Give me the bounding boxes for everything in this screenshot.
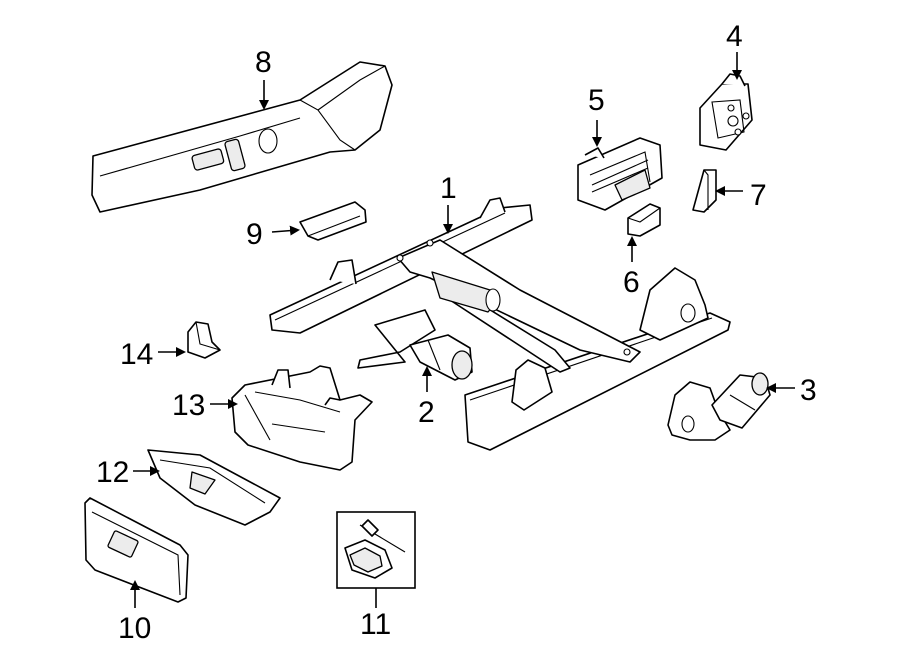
callout-10: 10 [118,612,151,645]
leader-9 [271,225,300,236]
part-7-knob [692,169,717,213]
part-2-motor [357,309,473,381]
callout-4: 4 [726,20,743,53]
part-14-bracket [187,321,221,359]
part-5-control-module [577,137,663,211]
part-6-knob [627,203,661,237]
callout-6: 6 [623,266,640,299]
part-12-cover [147,449,281,526]
callout-1: 1 [440,172,457,205]
part-9-trim-cap [299,201,367,241]
part-1-seat-track-frame [269,197,731,451]
callout-5: 5 [588,84,605,117]
callout-13: 13 [172,389,205,422]
part-10-panel [84,497,189,603]
callout-11: 11 [360,608,391,641]
callout-14: 14 [120,338,153,371]
callout-2: 2 [418,396,435,429]
part-3-motor-assembly [667,372,771,441]
part-4-switch [699,73,753,151]
callout-labels: 1 2 3 4 5 6 7 8 9 10 11 12 13 14 [96,20,817,645]
part-13-trim-panel [231,365,373,471]
callout-7: 7 [750,179,767,212]
callout-3: 3 [800,374,817,407]
part-8-seat-side-shield [91,61,393,213]
callout-12: 12 [96,456,129,489]
part-11-inset [336,511,416,589]
leader-lines [130,52,795,608]
callout-8: 8 [255,46,272,79]
callout-9: 9 [246,218,263,251]
